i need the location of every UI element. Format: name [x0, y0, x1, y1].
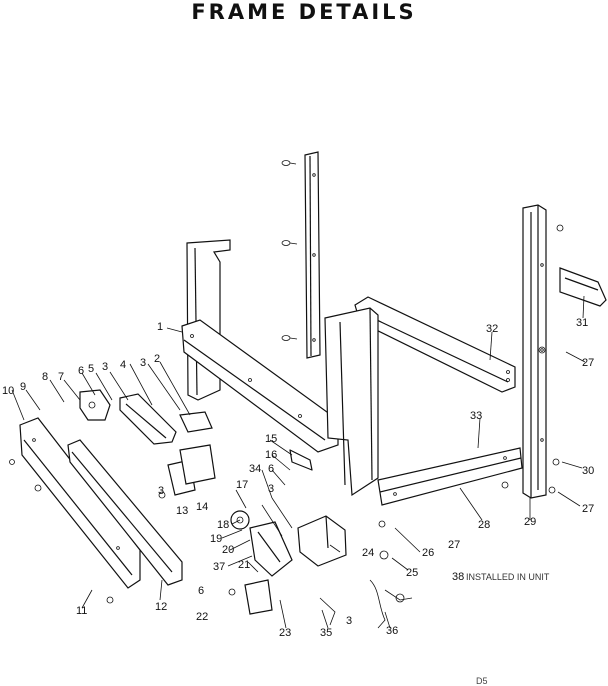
housing-24	[297, 515, 347, 567]
callout-6a: 6	[78, 365, 84, 377]
callout-18: 18	[217, 519, 229, 531]
post-screws	[281, 160, 298, 341]
callout-38-note: INSTALLED IN UNIT	[466, 572, 550, 582]
footer-code: D5	[476, 676, 488, 686]
right-upright-post	[522, 204, 547, 499]
callout-21: 21	[238, 559, 250, 571]
base-rail	[377, 447, 523, 506]
callout-36: 36	[386, 625, 398, 637]
callout-12: 12	[155, 601, 167, 613]
plate-2	[179, 411, 213, 433]
callout-3b: 3	[140, 357, 146, 369]
bracket-assembly	[79, 389, 111, 421]
side-rail	[67, 439, 183, 586]
callout-27b: 27	[582, 357, 594, 369]
callout-8: 8	[42, 371, 48, 383]
leader-lines	[11, 295, 586, 629]
callout-1: 1	[157, 321, 163, 333]
callout-31: 31	[576, 317, 588, 329]
callout-5: 5	[88, 363, 94, 375]
callout-24: 24	[362, 547, 374, 559]
callout-7: 7	[58, 371, 64, 383]
callout-2: 2	[154, 353, 160, 365]
callout-27c: 27	[582, 503, 594, 515]
callout-11: 11	[76, 605, 87, 617]
callout-30: 30	[582, 465, 594, 477]
front-long-rail	[19, 417, 141, 589]
callout-34: 34	[249, 463, 261, 475]
callout-6b: 6	[268, 463, 274, 475]
callout-3c: 3	[158, 485, 164, 497]
callout-38: 38	[452, 571, 464, 583]
rods	[261, 449, 313, 537]
clamp-bracket	[119, 393, 177, 445]
callout-9: 9	[20, 381, 26, 393]
callout-35: 35	[320, 627, 332, 639]
callout-15: 15	[265, 433, 277, 445]
callout-25: 25	[406, 567, 418, 579]
callout-labels: 1 2 3 3 3 3 3 4 5 6 6 6 7 8 9 10 11 12 1…	[2, 317, 594, 686]
callout-3a: 3	[102, 361, 108, 373]
mounting-plate	[559, 267, 607, 307]
callout-37: 37	[213, 561, 225, 573]
callout-19: 19	[210, 533, 222, 545]
callout-6c: 6	[198, 585, 204, 597]
callout-26: 26	[422, 547, 434, 559]
fasteners	[9, 224, 564, 604]
callout-10: 10	[2, 385, 14, 397]
brackets-13-14	[167, 444, 216, 496]
page-title: FRAME DETAILS	[191, 0, 417, 24]
callout-4: 4	[120, 359, 126, 371]
callout-27a: 27	[448, 539, 460, 551]
callout-3e: 3	[346, 615, 352, 627]
callout-23: 23	[279, 627, 291, 639]
main-frame-rail	[181, 319, 339, 453]
callout-29: 29	[524, 516, 536, 528]
left-upright-post	[304, 151, 321, 359]
callout-22: 22	[196, 611, 208, 623]
callout-16: 16	[265, 449, 277, 461]
callout-32: 32	[486, 323, 498, 335]
callout-20: 20	[222, 544, 234, 556]
wire-harness	[319, 579, 413, 629]
callout-13: 13	[176, 505, 188, 517]
callout-14: 14	[196, 501, 208, 513]
callout-17: 17	[236, 479, 248, 491]
center-housing	[324, 307, 379, 497]
callout-33: 33	[470, 410, 482, 422]
switch-assembly	[230, 510, 293, 615]
callout-3d: 3	[268, 483, 274, 495]
callout-28: 28	[478, 519, 490, 531]
